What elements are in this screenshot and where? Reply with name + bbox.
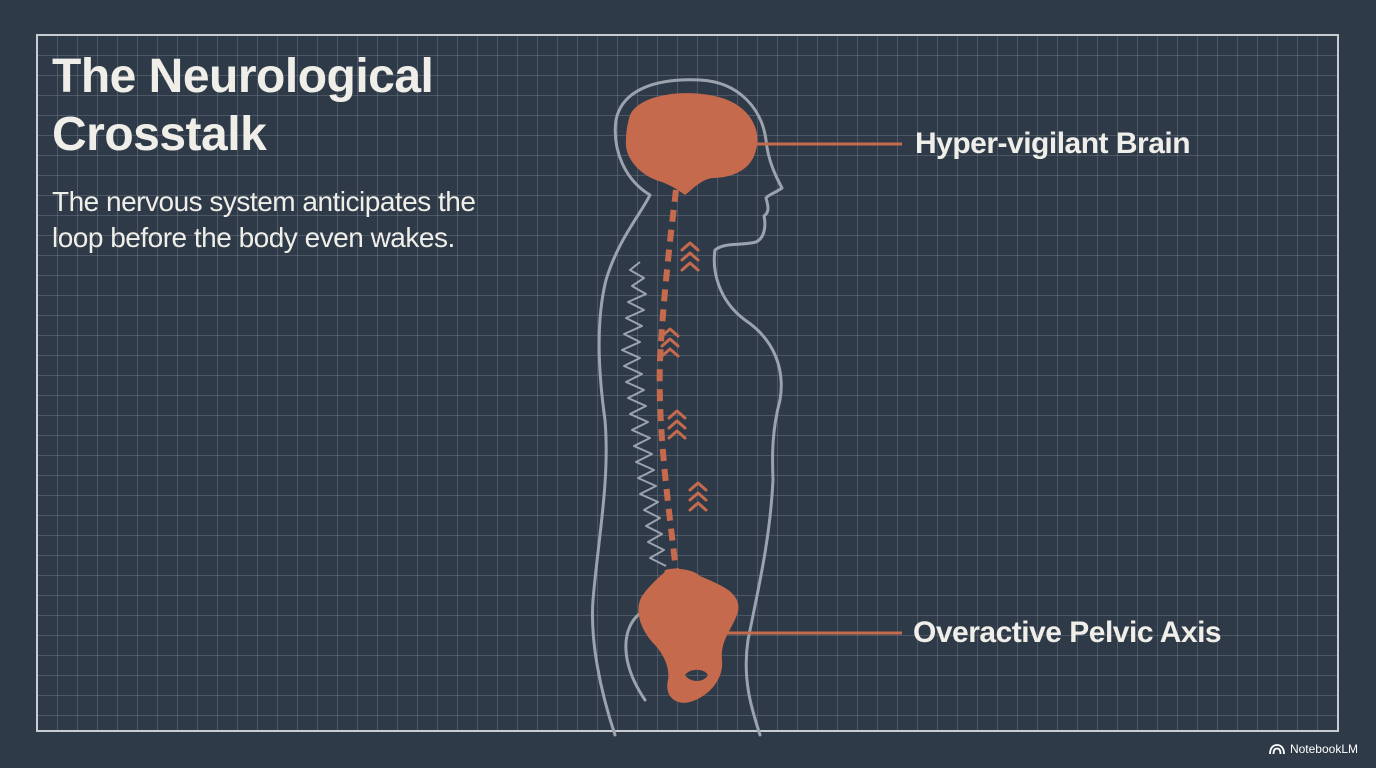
pelvis-label: Overactive Pelvic Axis [913,616,1222,649]
upward-arrows-icon [660,241,708,512]
brain-label: Hyper-vigilant Brain [915,127,1191,160]
vertebrae [621,261,667,567]
slide-title: The Neurological Crosstalk [52,50,434,161]
brain-shape [625,93,758,195]
hip-arc [624,610,647,702]
slide-subtitle: The nervous system anticipates the loop … [52,186,476,253]
branding: NotebookLM [1269,742,1358,756]
pelvis-shape [638,568,739,703]
body-silhouette [591,78,784,737]
brand-name: NotebookLM [1289,742,1358,756]
spinal-nerve [656,189,679,571]
notebooklm-logo-icon [1269,744,1285,755]
